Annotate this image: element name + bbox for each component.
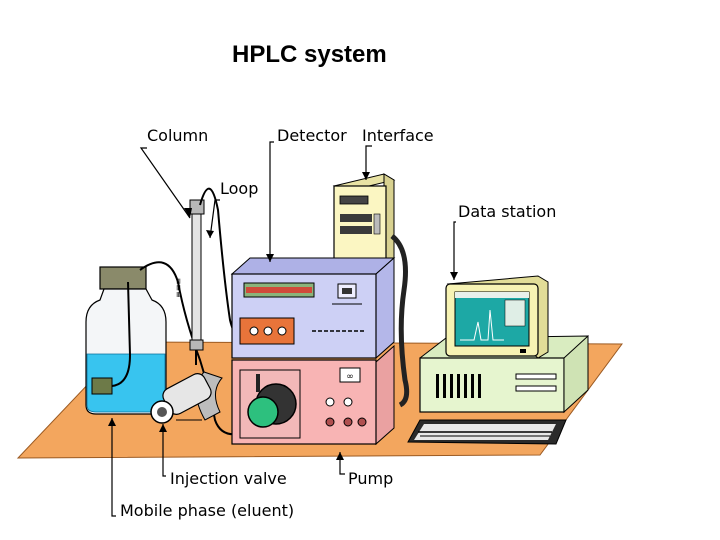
- bottle-tubing: [139, 261, 247, 436]
- label-column: Column: [147, 126, 208, 145]
- label-loop: Loop: [220, 179, 258, 198]
- column: ≡≡≡: [174, 199, 205, 365]
- label-mobile-phase: Mobile phase (eluent): [120, 501, 294, 520]
- leader-arrowheads: [108, 172, 458, 460]
- keyboard: [407, 419, 567, 445]
- label-injection-valve: Injection valve: [170, 469, 287, 488]
- label-pump: Pump: [348, 469, 393, 488]
- svg-text:∞: ∞: [346, 372, 354, 382]
- detector-unit: [230, 256, 396, 360]
- label-detector: Detector: [277, 126, 347, 145]
- label-data-station: Data station: [458, 202, 556, 221]
- interface-unit: [332, 173, 396, 267]
- computer: [419, 275, 589, 414]
- slide-title: HPLC system: [232, 41, 387, 68]
- svg-text:≡≡≡: ≡≡≡: [174, 278, 183, 298]
- interface-cable: [390, 234, 410, 408]
- pump-unit: ∞: [231, 344, 395, 446]
- injection-valve: [150, 371, 223, 424]
- mobile-phase-bottle: [85, 266, 167, 415]
- label-interface: Interface: [362, 126, 434, 145]
